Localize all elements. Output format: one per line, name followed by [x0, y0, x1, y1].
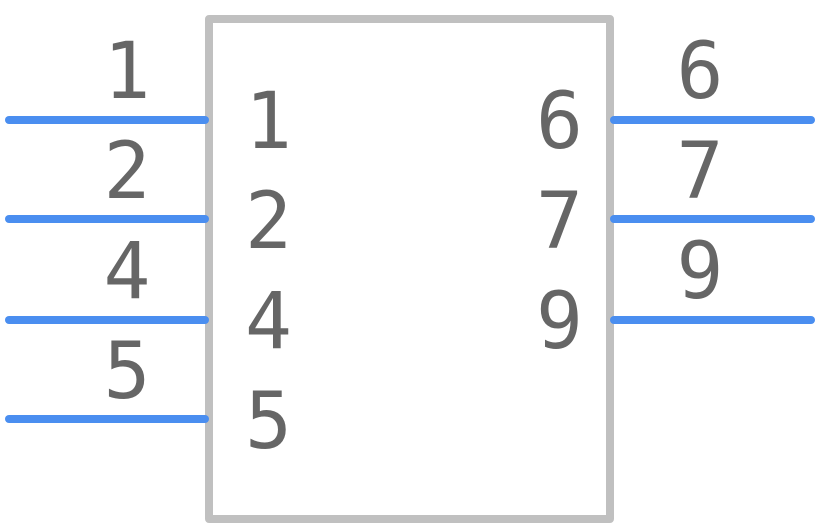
pin-number-label: 7	[677, 127, 724, 217]
pin-4: 4 4	[5, 227, 292, 367]
pin-2: 2 2	[5, 127, 292, 267]
pin-name-label: 6	[536, 77, 583, 167]
pin-5: 5 5	[5, 327, 292, 467]
pin-name-label: 5	[245, 377, 292, 467]
pin-number-label: 2	[104, 127, 151, 217]
pin-number-label: 4	[104, 227, 151, 317]
pin-1: 1 1	[5, 27, 292, 167]
pin-7: 7 7	[536, 127, 815, 267]
pin-name-label: 7	[536, 177, 583, 267]
pin-6: 6 6	[536, 27, 815, 167]
pin-number-label: 9	[677, 227, 724, 317]
pin-number-label: 1	[104, 27, 151, 117]
pin-number-label: 6	[677, 27, 724, 117]
pin-name-label: 9	[536, 277, 583, 367]
component-body	[205, 15, 614, 523]
pin-name-label: 2	[245, 177, 292, 267]
pin-9: 9 9	[536, 227, 815, 367]
pin-name-label: 1	[245, 77, 292, 167]
pin-name-label: 4	[245, 277, 292, 367]
pin-number-label: 5	[104, 327, 151, 417]
